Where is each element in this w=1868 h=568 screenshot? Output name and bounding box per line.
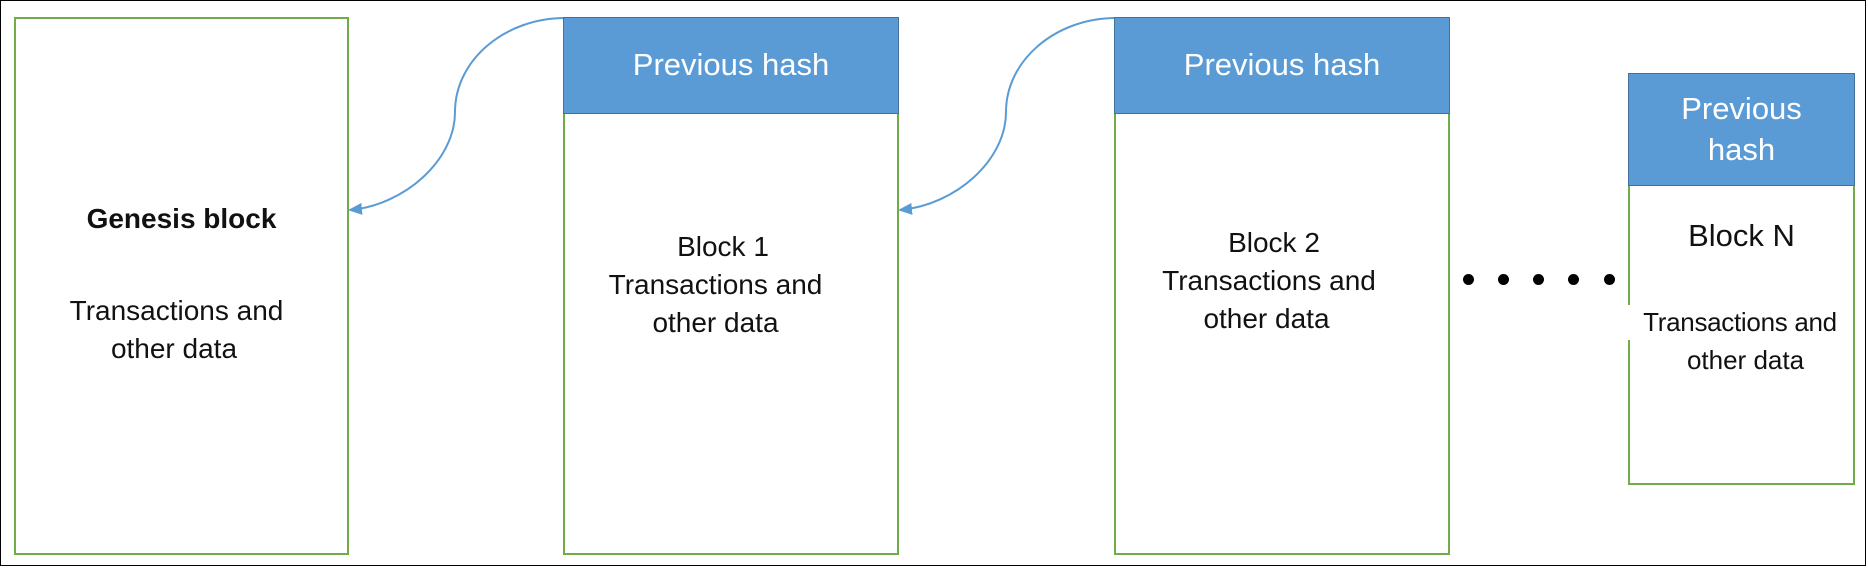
block-1-title: Block 1 bbox=[677, 231, 769, 262]
ellipsis-dot-4 bbox=[1568, 274, 1579, 285]
block-n-body-line2: other data bbox=[1686, 345, 1805, 375]
ellipsis-dot-2 bbox=[1498, 274, 1509, 285]
genesis-block bbox=[14, 17, 349, 555]
block-1-previous-hash: Previous hash bbox=[563, 17, 899, 114]
block-1-body-line2: other data bbox=[652, 307, 779, 338]
block-n-previous-hash: Previous hash bbox=[1628, 73, 1855, 186]
genesis-block-title: Genesis block bbox=[86, 203, 277, 234]
ellipsis-dot-5 bbox=[1604, 274, 1615, 285]
link-arrow-block1-to-genesis bbox=[348, 17, 566, 215]
ellipsis-dot-3 bbox=[1533, 274, 1544, 285]
block-2-previous-hash: Previous hash bbox=[1114, 17, 1450, 114]
block-n-body-line1: Transactions and bbox=[1628, 305, 1852, 341]
block-2-body-line2: other data bbox=[1203, 303, 1330, 334]
block-2-body-line1: Transactions and bbox=[1162, 265, 1376, 296]
block-n-previous-hash-line1: Previous bbox=[1681, 91, 1802, 127]
block-n-title: Block N bbox=[1688, 218, 1795, 253]
block-n-previous-hash-line2: hash bbox=[1707, 131, 1776, 167]
block-1-body-line1: Transactions and bbox=[608, 269, 823, 300]
ellipsis-dot-1 bbox=[1463, 274, 1474, 285]
block-2-title: Block 2 bbox=[1228, 227, 1320, 258]
genesis-block-body-line2: other data bbox=[110, 333, 238, 364]
link-arrow-block2-to-block1 bbox=[898, 17, 1117, 215]
genesis-block-body-line1: Transactions and bbox=[69, 295, 284, 326]
